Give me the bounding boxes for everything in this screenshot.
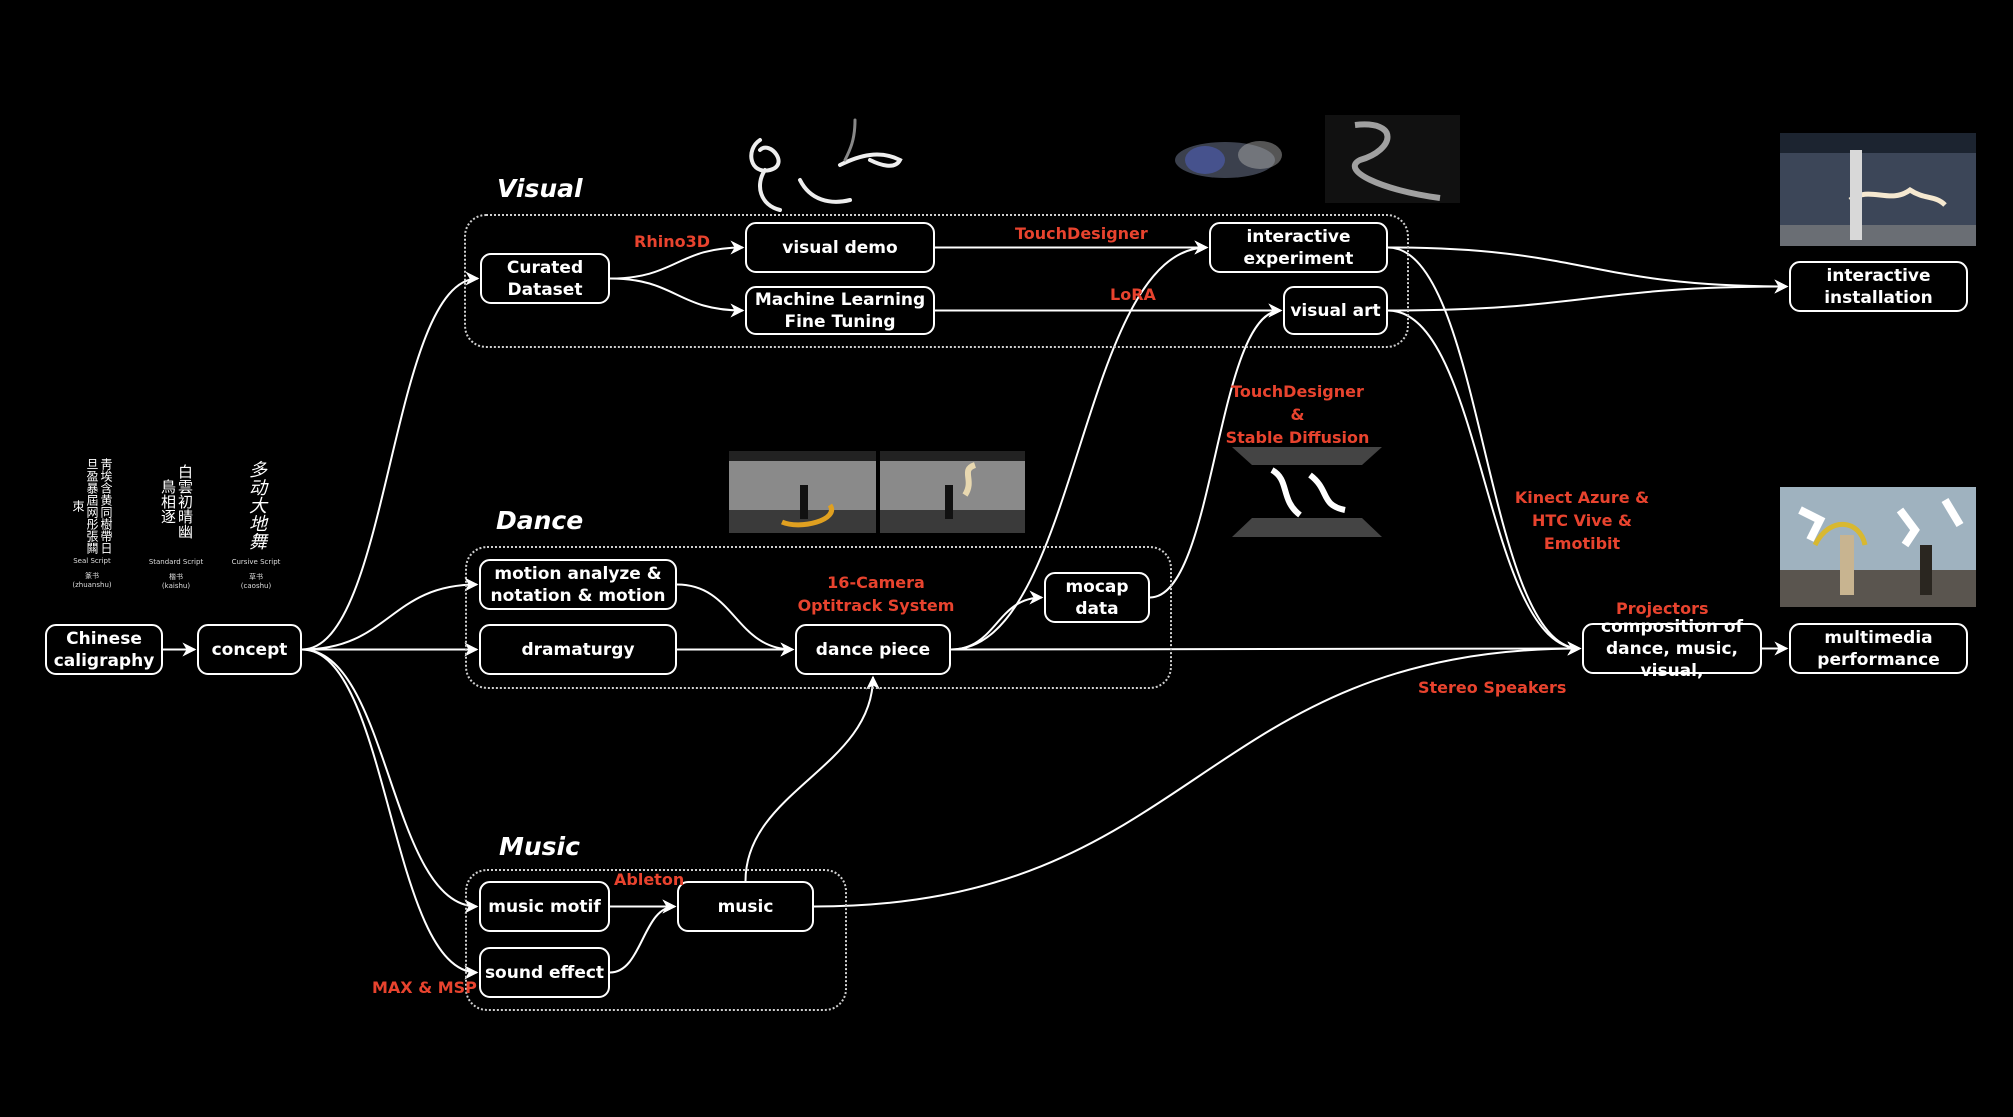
node-dance-piece[interactable]: dance piece	[795, 624, 951, 675]
tool-label-td-stable-diffusion: TouchDesigner & Stable Diffusion	[1225, 382, 1370, 447]
node-composition[interactable]: composition of dance, music, visual,	[1582, 617, 1762, 681]
mocap-studio-photo-1	[729, 451, 876, 533]
edge-exp-to-comp	[1387, 246, 1582, 656]
calligraphy-sample-cursive: 多动大地舞 Cursive Script 草书 (caoshu)	[226, 460, 286, 591]
standard-script-pinyin: (kaishu)	[161, 582, 191, 590]
multimedia-performance-photo	[1780, 487, 1976, 607]
node-interactive-installation[interactable]: interactive installation	[1789, 261, 1968, 312]
node-curated-dataset[interactable]: Curated Dataset	[480, 253, 610, 304]
edge-dance-to-comp	[950, 641, 1582, 656]
tool-label-projectors: Projectors	[1616, 599, 1709, 618]
tool-label-max-msp: MAX & MSP	[372, 978, 477, 997]
dance-group-title: Dance	[496, 506, 584, 535]
particle-hand-render	[1175, 141, 1282, 178]
edge-curated-to-ml	[609, 277, 745, 318]
brush-stroke-illustration	[749, 118, 903, 212]
seal-script-glyphs: 靑埃含黄同樹帶日旦盈暴屆网彤張闗朿	[71, 458, 113, 554]
edge-sfx-to-music	[609, 899, 677, 974]
tool-label-ableton: Ableton	[614, 870, 685, 889]
tool-label-stereo-speakers: Stereo Speakers	[1418, 678, 1567, 697]
mocap-studio-photo-2	[880, 451, 1025, 533]
stable-diffusion-render	[1232, 447, 1382, 537]
cursive-script-glyphs: 多动大地舞	[246, 460, 267, 550]
node-music-motif[interactable]: music motif	[479, 881, 610, 932]
node-visual-demo[interactable]: visual demo	[745, 222, 935, 273]
music-group	[465, 869, 847, 1011]
node-chinese-calligraphy[interactable]: Chinese caligraphy	[45, 624, 163, 675]
interactive-installation-photo	[1780, 133, 1976, 246]
standard-script-chinese: 楷书	[169, 573, 183, 581]
edge-exp-to-inst	[1387, 246, 1789, 294]
seal-script-label: Seal Script	[73, 557, 111, 565]
edge-dance-to-mocap	[950, 590, 1044, 651]
node-visual-art[interactable]: visual art	[1283, 286, 1388, 335]
edge-concept-to-motif	[301, 648, 479, 914]
node-dramaturgy[interactable]: dramaturgy	[479, 624, 677, 675]
node-ml-fine-tuning[interactable]: Machine Learning Fine Tuning	[745, 286, 935, 335]
tool-label-kinect: Kinect Azure & HTC Vive & Emotibit	[1514, 488, 1650, 553]
cursive-script-label: Cursive Script	[231, 558, 281, 566]
visual-group-title: Visual	[497, 174, 583, 203]
edge-music-to-dance	[744, 675, 880, 882]
standard-script-glyphs: 白雲初晴幽鳥相逐	[159, 463, 194, 539]
edge-dance-to-exp	[950, 240, 1209, 651]
light-trail-render	[1325, 115, 1460, 203]
tool-label-rhino3d: Rhino3D	[634, 232, 710, 251]
music-group-title: Music	[499, 832, 580, 861]
tool-label-touchdesigner: TouchDesigner	[1015, 224, 1148, 243]
calligraphy-sample-seal: 靑埃含黄同樹帶日旦盈暴屆网彤張闗朿 Seal Script 篆书 (zhuans…	[62, 455, 122, 590]
node-music[interactable]: music	[677, 881, 814, 932]
edge-curated-to-demo	[609, 240, 745, 280]
visual-group	[464, 214, 1409, 348]
tool-label-lora: LoRA	[1110, 285, 1156, 304]
node-sound-effect[interactable]: sound effect	[479, 947, 610, 998]
edge-music-to-comp	[813, 641, 1582, 908]
node-mocap-data[interactable]: mocap data	[1044, 572, 1150, 623]
seal-script-chinese: 篆书	[85, 572, 99, 580]
edge-art-to-inst	[1387, 279, 1789, 312]
node-concept[interactable]: concept	[197, 624, 302, 675]
edge-concept-to-curated	[301, 271, 480, 651]
dance-group	[465, 546, 1172, 689]
cursive-script-chinese: 草书	[249, 573, 263, 581]
edge-concept-to-sfx	[301, 648, 479, 980]
edge-motion-to-dance	[676, 583, 795, 657]
edge-concept-to-motion	[301, 577, 479, 651]
tool-label-optitrack: 16-Camera Optitrack System	[797, 573, 955, 615]
calligraphy-sample-standard: 白雲初晴幽鳥相逐 Standard Script 楷书 (kaishu)	[146, 462, 206, 591]
seal-script-pinyin: (zhuanshu)	[72, 581, 112, 589]
node-multimedia-performance[interactable]: multimedia performance	[1789, 623, 1968, 674]
node-interactive-experiment[interactable]: interactive experiment	[1209, 222, 1388, 273]
node-motion-analyze[interactable]: motion analyze & notation & motion	[479, 559, 677, 610]
edge-mocap-to-art	[1149, 303, 1283, 599]
cursive-script-pinyin: (caoshu)	[240, 582, 272, 590]
edge-art-to-comp	[1387, 309, 1582, 656]
standard-script-label: Standard Script	[148, 558, 204, 566]
